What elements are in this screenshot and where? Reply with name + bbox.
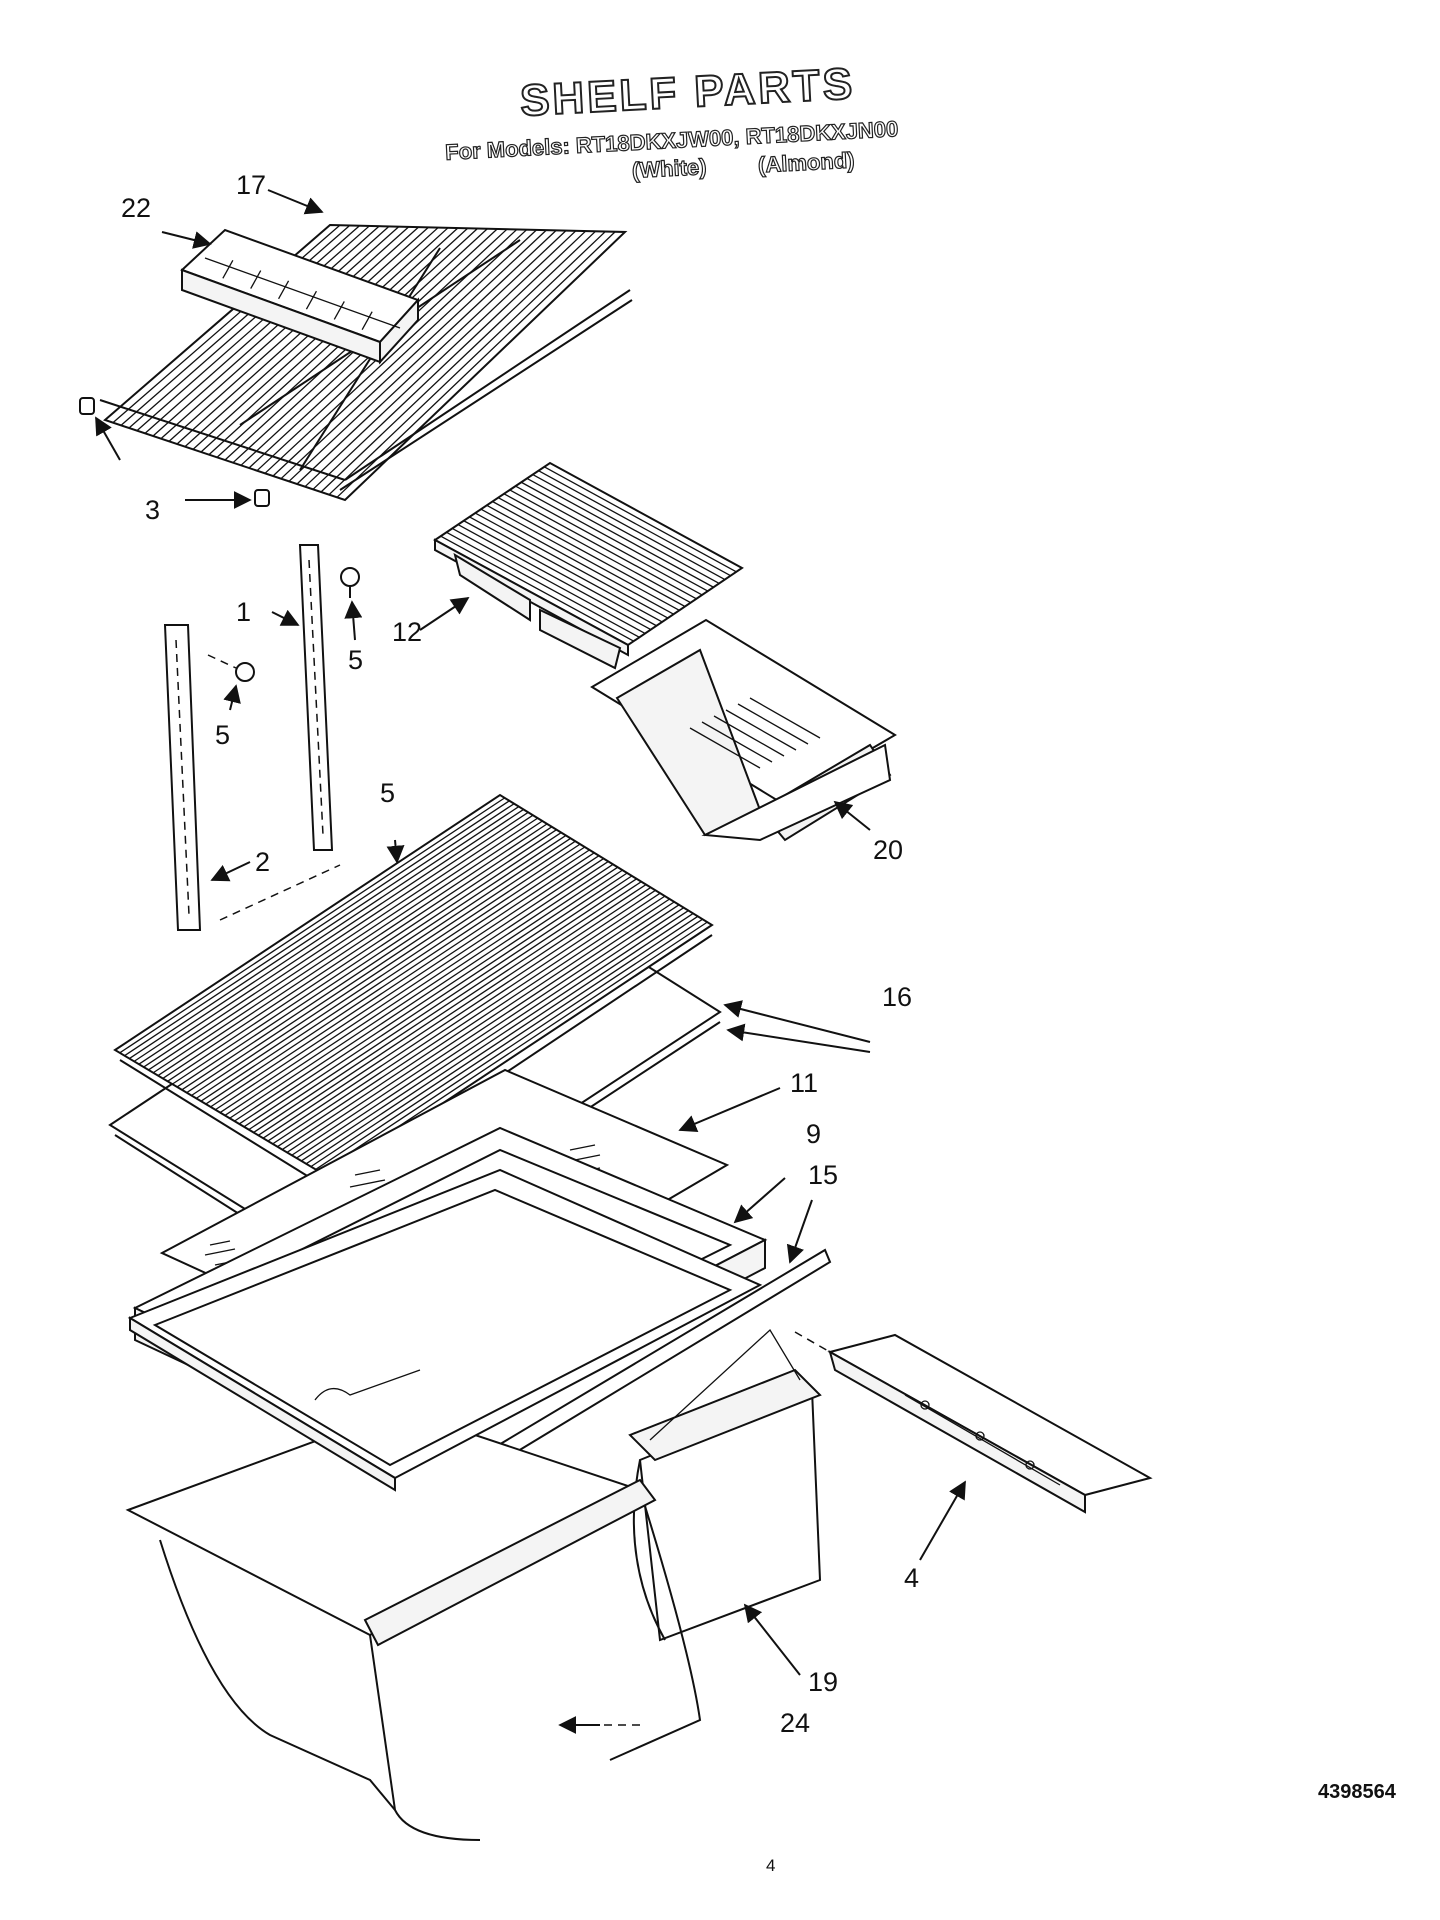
part-16-wire-shelves: [108, 793, 871, 1276]
callout-20: 20: [873, 835, 904, 865]
callout-11: 11: [790, 1068, 819, 1098]
part-19-small-crisper: [628, 1328, 822, 1676]
callout-1: 1: [236, 597, 252, 627]
part-20-freezer-basket: [590, 618, 897, 842]
crisper-frame: [127, 1168, 763, 1492]
part-12-freezer-shelf: [419, 461, 744, 670]
callout-5-lower: 5: [380, 778, 396, 808]
callout-15: 15: [808, 1160, 839, 1190]
callout-19: 19: [808, 1667, 839, 1697]
part-17-freezer-wire-shelf: [99, 223, 633, 502]
part-24-large-crisper: [125, 1408, 702, 1841]
callout-22: 22: [121, 193, 152, 223]
callout-5-left: 5: [215, 720, 231, 750]
document-number: 4398564: [1318, 1781, 1396, 1803]
page-number: 4: [766, 1856, 776, 1875]
callout-16: 16: [882, 982, 913, 1012]
part-4-crisper-rail: [794, 1331, 1153, 1561]
part-22-ice-tray: [180, 228, 420, 365]
callout-2: 2: [255, 847, 271, 877]
part-1-shelf-ladder: [271, 544, 334, 851]
callout-12: 12: [392, 617, 423, 647]
callout-3: 3: [145, 495, 161, 525]
part-2-shelf-ladder: [163, 624, 341, 931]
callout-24: 24: [780, 1708, 811, 1738]
leader-22: [161, 231, 212, 249]
callout-4: 4: [904, 1563, 920, 1593]
callout-17: 17: [236, 170, 267, 200]
leader-17: [267, 189, 324, 215]
part-3-shelf-support: [79, 397, 270, 509]
callout-9: 9: [806, 1119, 822, 1149]
callout-5-upper: 5: [348, 645, 364, 675]
